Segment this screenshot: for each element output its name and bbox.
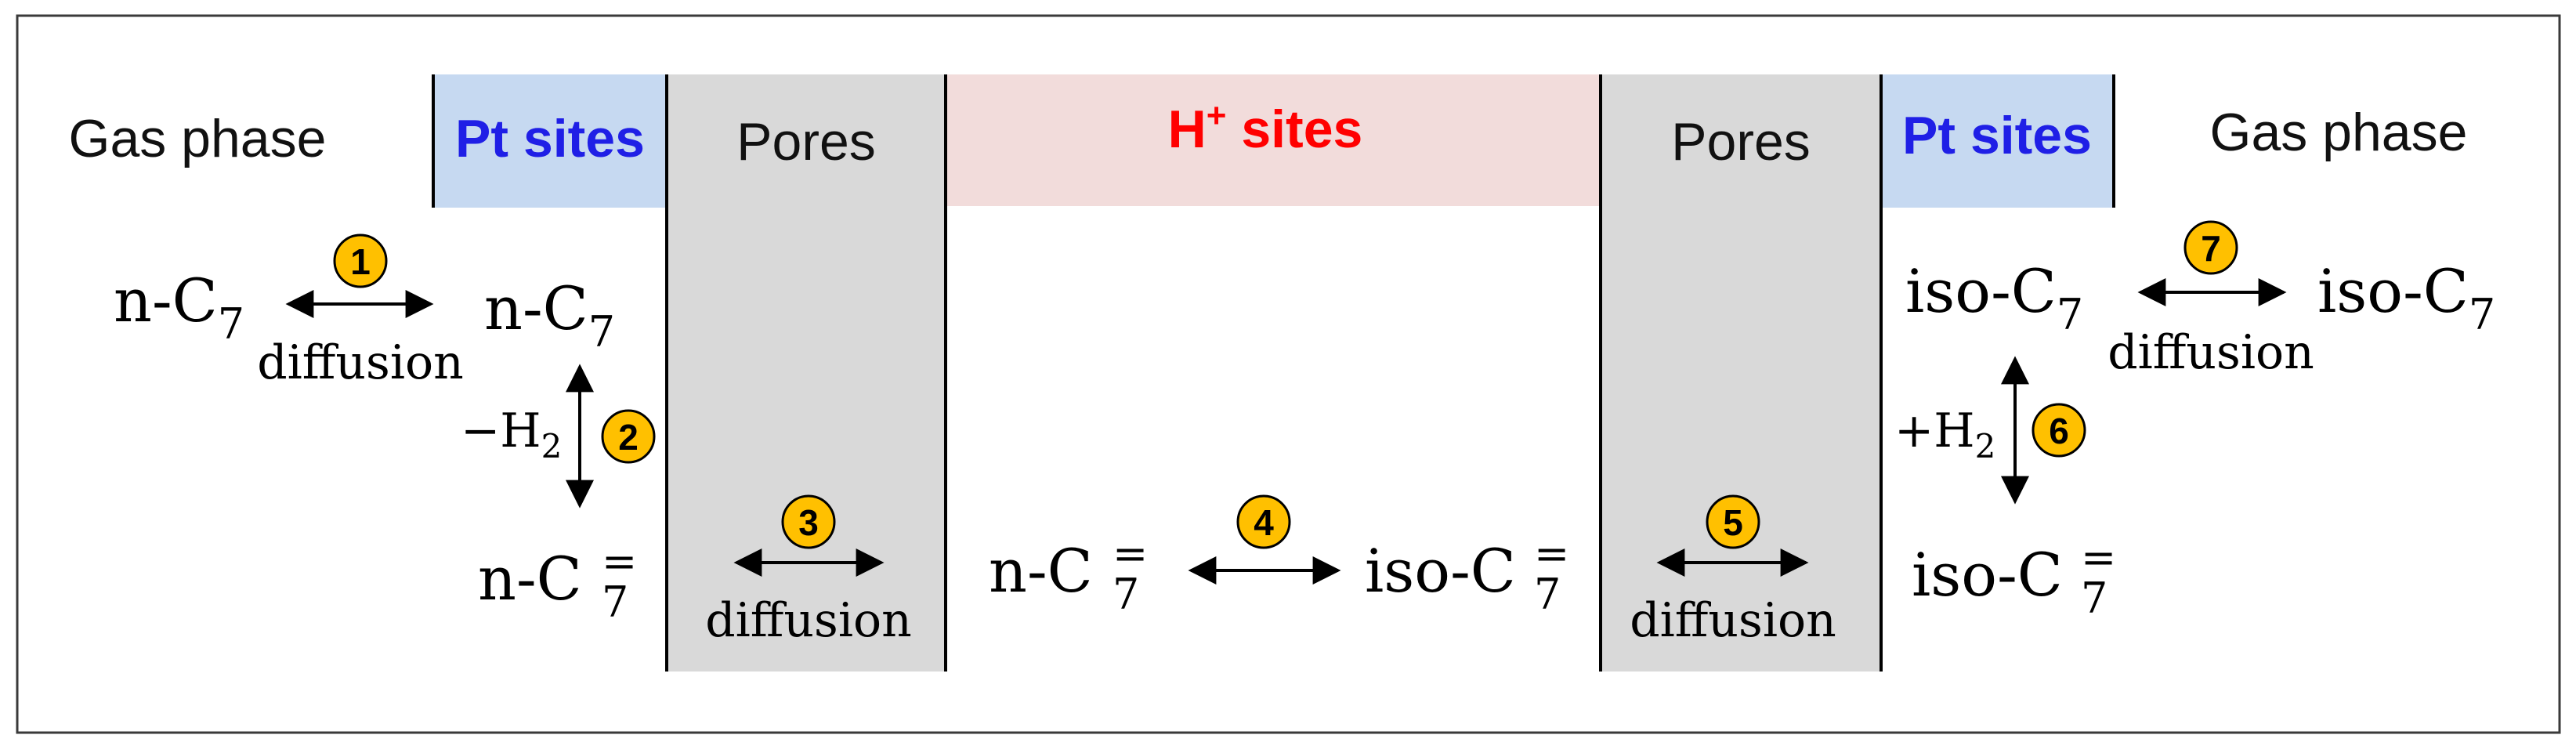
step-badge-5: 5: [1706, 494, 1760, 549]
h-sites-band: [946, 74, 1601, 206]
pt-sites-left-band: [433, 74, 667, 208]
step-badge-2: 2: [601, 409, 656, 464]
species-iso-c7-ene-acid-sup: =: [1534, 529, 1569, 578]
step-badge-3: 3: [781, 494, 836, 549]
diffusion-label-7: diffusion: [2107, 325, 2314, 380]
plus-h2-label: +H2: [1894, 404, 1995, 465]
step-number-5: 5: [1723, 502, 1743, 543]
step-number-6: 6: [2049, 411, 2069, 451]
species-n-c7-ene-pt-sub: 7: [602, 577, 628, 627]
species-iso-c7-ene-pt: iso-C: [1912, 540, 2063, 610]
diffusion-label-5: diffusion: [1630, 593, 1836, 648]
species-iso-c7-ene-acid: iso-C: [1365, 536, 1516, 606]
header-pores-left: Pores: [736, 112, 876, 172]
step-badge-7: 7: [2183, 220, 2238, 275]
species-n-c7-ene-acid-sup: =: [1113, 529, 1148, 578]
species-iso-c7-ene-acid-sub: 7: [1534, 570, 1561, 619]
species-n-c7-ene-pt-sup: =: [602, 537, 637, 586]
step-number-2: 2: [618, 417, 639, 458]
species-iso-c7-ene-pt-sup: =: [2081, 533, 2116, 582]
diffusion-label-1: diffusion: [257, 335, 464, 390]
header-h-sites: H+ sites: [1168, 96, 1363, 159]
species-iso-c7-gas: iso-C7: [2317, 256, 2495, 339]
species-iso-c7-ene-pt-sub: 7: [2081, 574, 2107, 623]
step-number-3: 3: [798, 502, 819, 543]
minus-h2-label: −H2: [461, 404, 562, 465]
species-iso-c7-pt: iso-C7: [1905, 256, 2083, 339]
step-number-1: 1: [350, 241, 371, 282]
step-number-4: 4: [1254, 502, 1274, 543]
step-badge-4: 4: [1236, 494, 1291, 549]
header-gas-phase-left: Gas phase: [69, 109, 327, 168]
header-pores-right: Pores: [1671, 112, 1811, 172]
header-gas-phase-right: Gas phase: [2210, 103, 2468, 162]
species-n-c7-ene-acid-sub: 7: [1113, 570, 1139, 619]
header-pt-sites-left: Pt sites: [455, 109, 645, 168]
diffusion-label-3: diffusion: [705, 593, 912, 648]
pt-sites-right-band: [1881, 74, 2114, 208]
species-n-c7-pt: n-C7: [484, 273, 615, 357]
step-number-7: 7: [2201, 228, 2221, 269]
header-pt-sites-right: Pt sites: [1902, 106, 2092, 165]
diagram-frame: [16, 14, 2561, 734]
step-badge-1: 1: [333, 234, 388, 288]
species-n-c7-ene-pt: n-C: [478, 544, 582, 614]
species-n-c7-gas: n-C7: [114, 266, 244, 349]
species-n-c7-ene-acid: n-C: [989, 536, 1093, 606]
step-badge-6: 6: [2031, 403, 2086, 458]
